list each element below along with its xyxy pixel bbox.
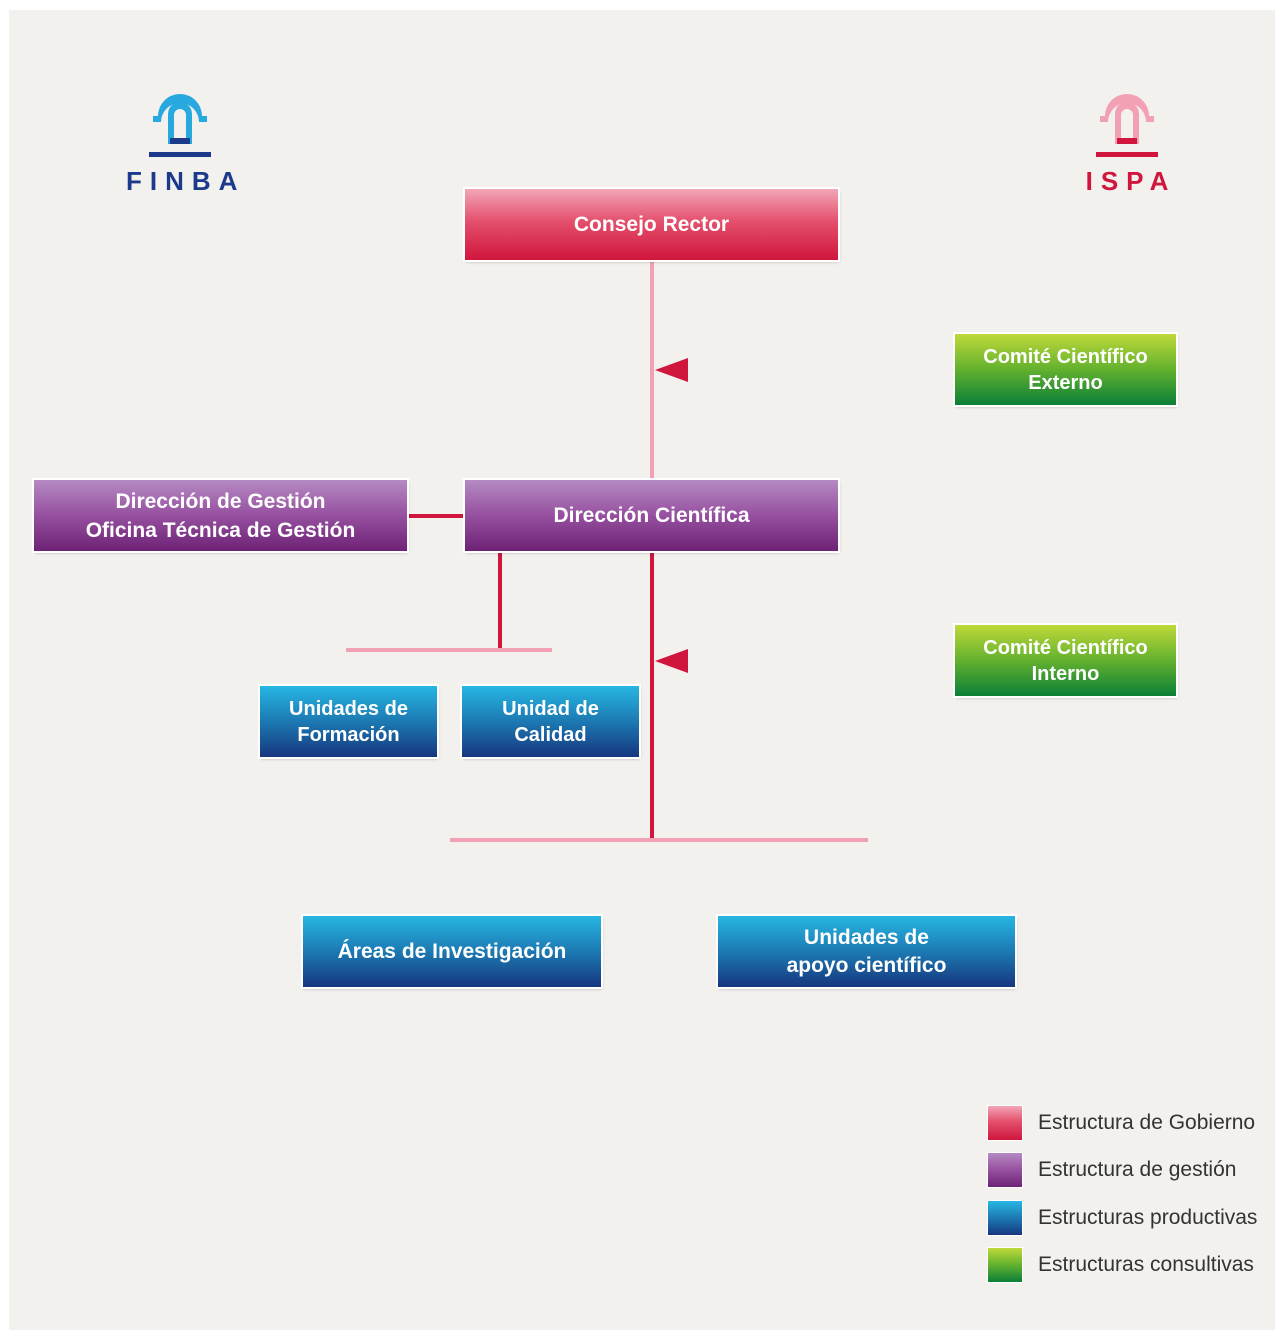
finba-logo: FINBA [118,92,242,197]
finba-logo-text: FINBA [126,166,246,196]
node-unidad-calidad: Unidad de Calidad [462,686,639,757]
legend-swatch-consultivas [988,1248,1022,1282]
node-unidades-apoyo: Unidades de apoyo científico [718,916,1015,987]
node-direccion-cientifica: Dirección Científica [465,480,838,551]
legend-item-gobierno: Estructura de Gobierno [988,1105,1255,1141]
legend-item-gestion: Estructura de gestión [988,1152,1236,1188]
legend-swatch-gestion [988,1153,1022,1187]
node-comite-externo: Comité Científico Externo [955,334,1176,405]
arch-icon [149,94,211,157]
legend-swatch-productivas [988,1201,1022,1235]
node-comite-interno: Comité Científico Interno [955,625,1176,696]
arch-icon [1096,94,1158,157]
node-areas-investigacion: Áreas de Investigación [303,916,601,987]
ispa-logo-text: ISPA [1085,166,1177,196]
arrow-comite-interno [655,649,688,673]
legend-label-gestion: Estructura de gestión [1038,1158,1237,1181]
node-unidades-formacion: Unidades de Formación [260,686,437,757]
legend-swatch-gobierno [988,1106,1022,1140]
arrow-comite-externo [655,358,688,382]
ispa-logo: ISPA [1072,92,1182,197]
legend-label-gobierno: Estructura de Gobierno [1038,1111,1256,1134]
legend-item-consultivas: Estructuras consultivas [988,1247,1254,1283]
legend-item-productivas: Estructuras productivas [988,1200,1257,1236]
node-direccion-gestion: Dirección de Gestión Oficina Técnica de … [34,480,407,551]
node-consejo-rector: Consejo Rector [465,189,838,260]
legend-label-productivas: Estructuras productivas [1038,1206,1258,1229]
legend-label-consultivas: Estructuras consultivas [1038,1253,1254,1276]
